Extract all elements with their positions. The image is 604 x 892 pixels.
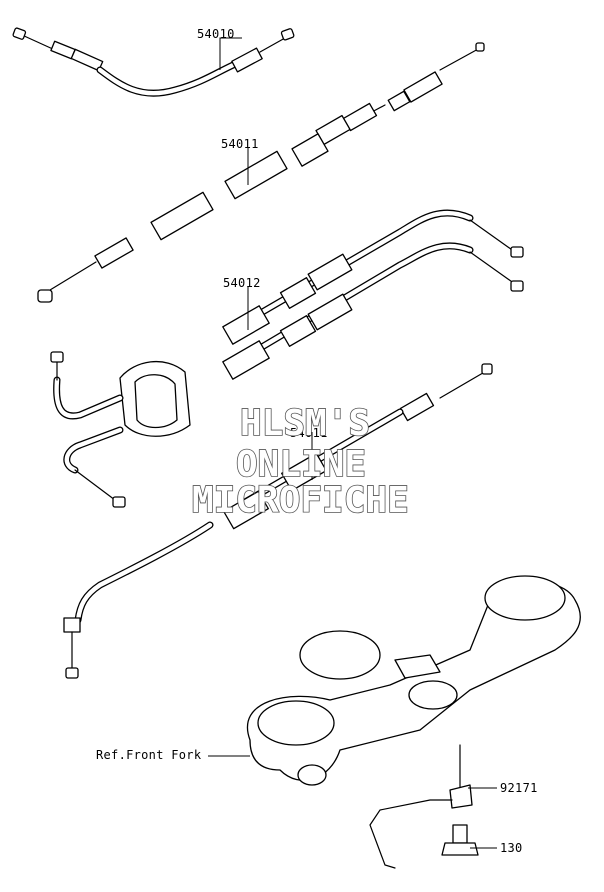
triple-clamp xyxy=(247,575,581,786)
watermark-line1: HLSM'S xyxy=(240,403,370,444)
callout-92171: 92171 xyxy=(500,781,538,795)
watermark-line2: ONLINE xyxy=(236,444,366,485)
reference-label: Ref.Front Fork xyxy=(96,748,202,762)
cable-54010 xyxy=(12,27,295,97)
callout-130: 130 xyxy=(500,841,523,855)
cable-guide-92171 xyxy=(369,744,473,869)
callout-obscured: 54011 xyxy=(290,426,328,440)
leader-54010 xyxy=(219,37,242,70)
cable-54012 xyxy=(50,209,524,508)
watermark: HLSM'S ONLINE MICROFICHE xyxy=(191,402,409,522)
callout-54012: 54012 xyxy=(223,276,261,290)
watermark-line3: MICROFICHE xyxy=(192,480,409,521)
cable-lower xyxy=(63,363,493,679)
bolt-130 xyxy=(441,824,479,856)
cable-54011 xyxy=(37,42,485,303)
callout-54011: 54011 xyxy=(221,137,259,151)
callout-54010: 54010 xyxy=(197,27,235,41)
